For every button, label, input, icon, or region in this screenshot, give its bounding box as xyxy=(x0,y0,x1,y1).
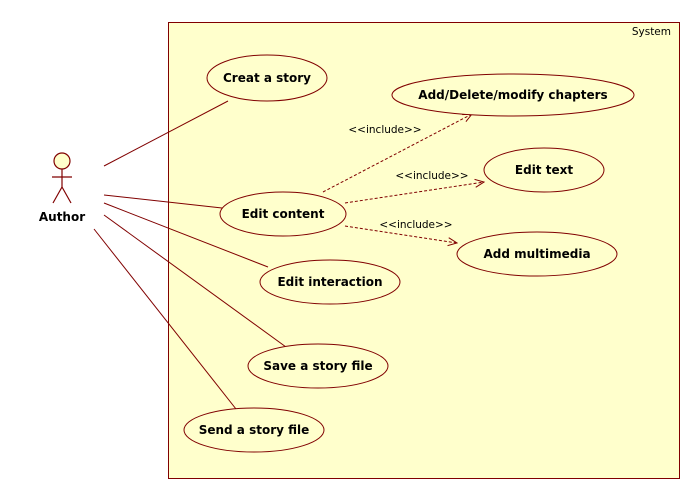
use-case-add-multimedia[interactable]: Add multimedia xyxy=(456,231,618,277)
include-label-chapters: <<include>> xyxy=(348,124,421,136)
use-case-label: Save a story file xyxy=(263,359,372,373)
include-label-multimedia: <<include>> xyxy=(379,219,452,231)
use-case-ellipse xyxy=(183,407,325,453)
use-case-ellipse xyxy=(247,343,389,389)
system-label: System xyxy=(632,26,671,38)
include-label-text: <<include>> xyxy=(395,170,468,182)
use-case-ellipse xyxy=(391,73,635,117)
use-case-add-chapters[interactable]: Add/Delete/modify chapters xyxy=(391,73,635,117)
use-case-ellipse xyxy=(206,54,328,102)
use-case-creat-story[interactable]: Creat a story xyxy=(206,54,328,102)
actor-head xyxy=(53,152,71,170)
use-case-send-story[interactable]: Send a story file xyxy=(183,407,325,453)
use-case-edit-content[interactable]: Edit content xyxy=(219,191,347,237)
use-case-save-story[interactable]: Save a story file xyxy=(247,343,389,389)
include-text-line xyxy=(344,182,484,204)
use-case-label: Add multimedia xyxy=(483,247,590,261)
use-case-ellipse xyxy=(483,147,605,193)
include-chapters-line xyxy=(322,114,472,193)
assoc-edit-interaction xyxy=(103,202,269,268)
actor-right-leg xyxy=(61,186,72,204)
actor-left-leg xyxy=(52,186,63,204)
assoc-send-story xyxy=(93,228,237,410)
use-case-label: Edit content xyxy=(242,207,325,221)
use-case-edit-text[interactable]: Edit text xyxy=(483,147,605,193)
include-multimedia-line xyxy=(344,225,457,243)
author-actor[interactable]: Author xyxy=(39,152,85,224)
assoc-creat-story xyxy=(103,100,229,167)
assoc-edit-content xyxy=(103,194,223,209)
actor-label: Author xyxy=(39,210,85,224)
use-case-label: Creat a story xyxy=(223,71,311,85)
use-case-ellipse xyxy=(456,231,618,277)
use-case-ellipse xyxy=(219,191,347,237)
assoc-save-story xyxy=(103,214,287,348)
use-case-label: Edit text xyxy=(515,163,573,177)
use-case-label: Send a story file xyxy=(199,423,310,437)
use-case-ellipse xyxy=(259,259,401,305)
use-case-label: Add/Delete/modify chapters xyxy=(418,88,607,102)
use-case-edit-interaction[interactable]: Edit interaction xyxy=(259,259,401,305)
use-case-label: Edit interaction xyxy=(277,275,382,289)
